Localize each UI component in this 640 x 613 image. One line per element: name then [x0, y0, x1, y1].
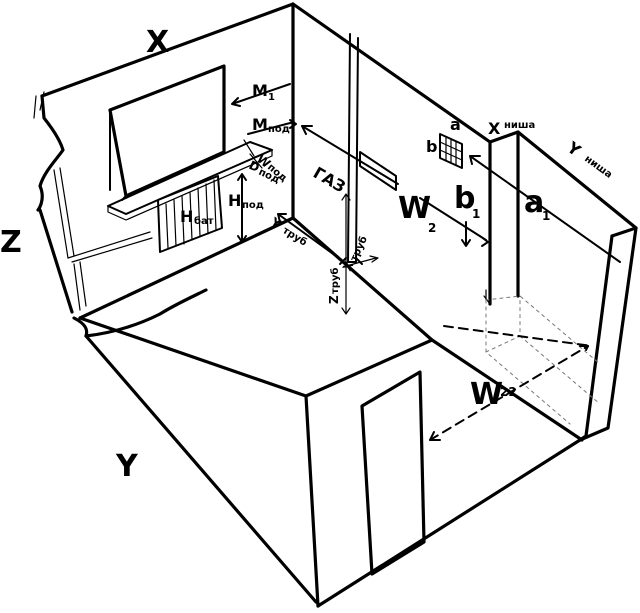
w22-label: W 22: [470, 377, 517, 412]
h-batt-label: H бат: [180, 207, 214, 227]
left-wall: [33, 2, 295, 320]
svg-text:Y: Y: [563, 137, 585, 160]
svg-text:1: 1: [542, 209, 550, 223]
svg-text:b: b: [454, 181, 475, 216]
svg-text:H: H: [228, 191, 241, 210]
svg-text:W: W: [470, 377, 503, 412]
front-wall: [304, 338, 584, 608]
svg-text:22: 22: [500, 385, 517, 399]
h-pod-label: H под: [228, 191, 264, 211]
svg-text:бат: бат: [194, 215, 214, 227]
floor: [72, 288, 318, 604]
radiator: [157, 175, 223, 253]
gas-label: ГАЗ: [310, 163, 349, 196]
svg-text:X: X: [488, 119, 501, 138]
z-axis-label: Z: [0, 225, 22, 260]
svg-text:W: W: [398, 191, 431, 226]
w2-label: W 2: [398, 191, 436, 235]
svg-text:M: M: [252, 115, 268, 134]
svg-text:Z: Z: [327, 295, 341, 304]
dimension-lines: [231, 83, 621, 441]
svg-text:H: H: [180, 207, 193, 226]
svg-text:a: a: [524, 185, 544, 220]
svg-text:под: под: [242, 200, 264, 211]
b1-label: b 1: [454, 181, 480, 221]
vent-grille: [439, 133, 463, 169]
svg-text:ниша: ниша: [504, 120, 535, 131]
vent-b-label: b: [426, 137, 437, 156]
m-pod-label: M под: [252, 115, 290, 135]
a1-label: a 1: [524, 185, 550, 223]
x-trub-label: X труб: [340, 234, 370, 273]
z-trub-label: Z труб: [327, 268, 341, 304]
vent-a-label: a: [450, 115, 461, 134]
svg-text:2: 2: [428, 221, 436, 235]
m1-label: M 1: [252, 81, 275, 103]
svg-text:1: 1: [472, 207, 480, 221]
svg-text:труб: труб: [348, 234, 370, 263]
svg-text:труб: труб: [329, 268, 341, 294]
window-sill: [107, 141, 273, 221]
x-axis-label: X: [146, 25, 169, 60]
svg-text:M: M: [252, 81, 268, 100]
y-axis-label: Y: [115, 449, 139, 484]
x-nisha-label: X ниша: [488, 119, 535, 138]
svg-text:под: под: [268, 124, 290, 135]
svg-text:1: 1: [268, 92, 275, 103]
svg-text:ниша: ниша: [582, 154, 614, 181]
